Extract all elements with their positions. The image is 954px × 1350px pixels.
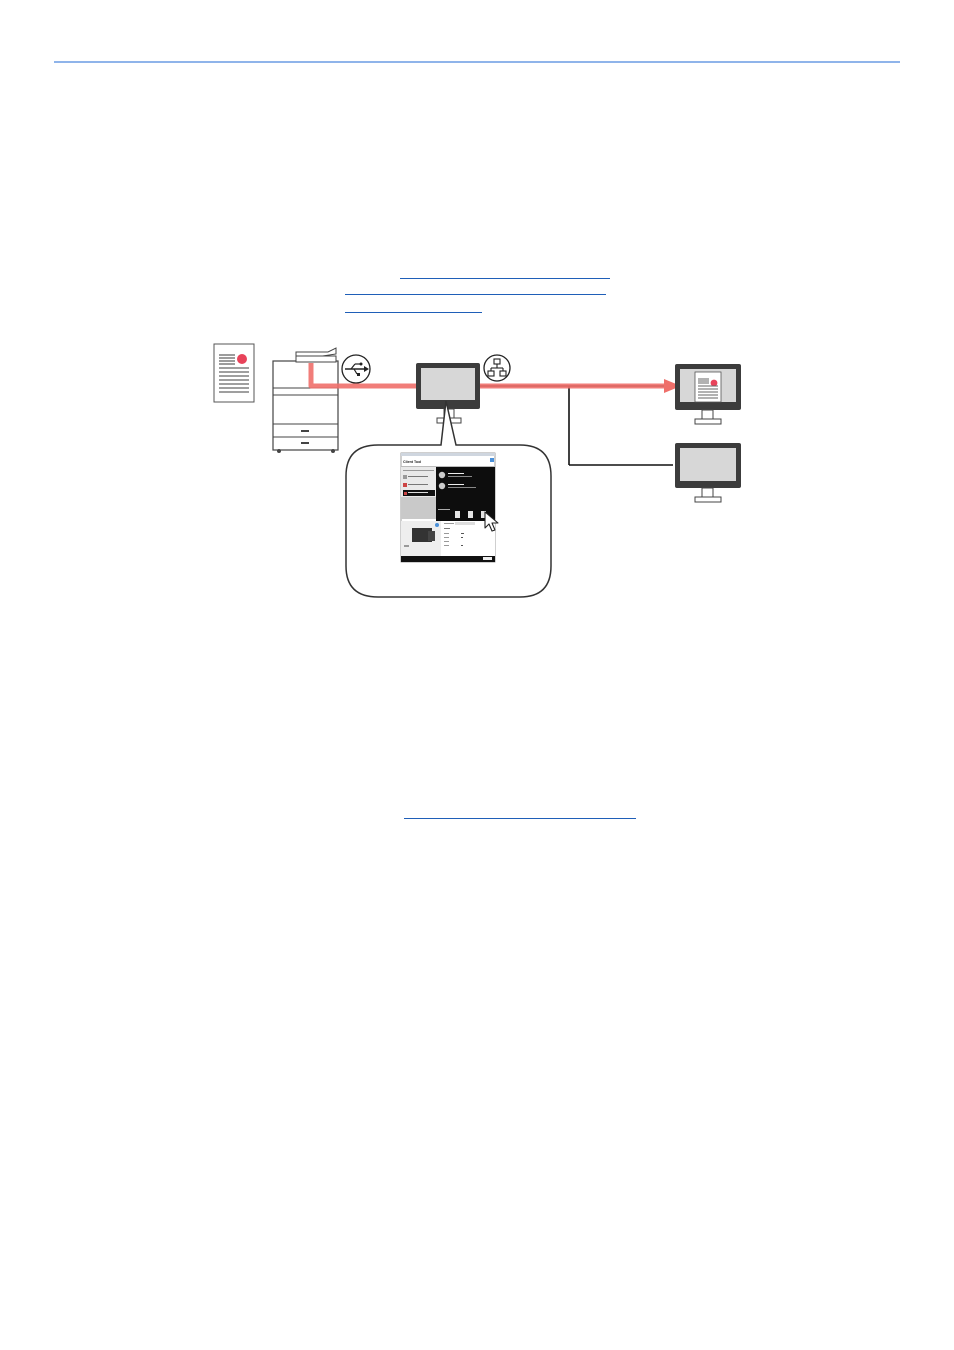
client-tool-window: Client Tool <box>400 452 496 563</box>
network-icon <box>483 354 511 382</box>
destination-pc-monitor <box>675 364 741 425</box>
document-icon <box>213 343 255 403</box>
usb-icon <box>341 354 371 384</box>
link-underline-1[interactable] <box>400 278 610 279</box>
header-rule <box>54 61 900 63</box>
client-tool-title: Client Tool <box>403 460 421 464</box>
link-underline-4[interactable] <box>404 818 636 819</box>
data-flow-arrow <box>308 363 681 393</box>
network-pc-monitor <box>675 443 741 503</box>
link-underline-3[interactable] <box>345 312 482 313</box>
link-underline-2[interactable] <box>345 294 606 295</box>
printer-icon <box>272 347 339 453</box>
client-pc-monitor <box>416 363 480 424</box>
mouse-pointer-icon <box>484 511 499 532</box>
